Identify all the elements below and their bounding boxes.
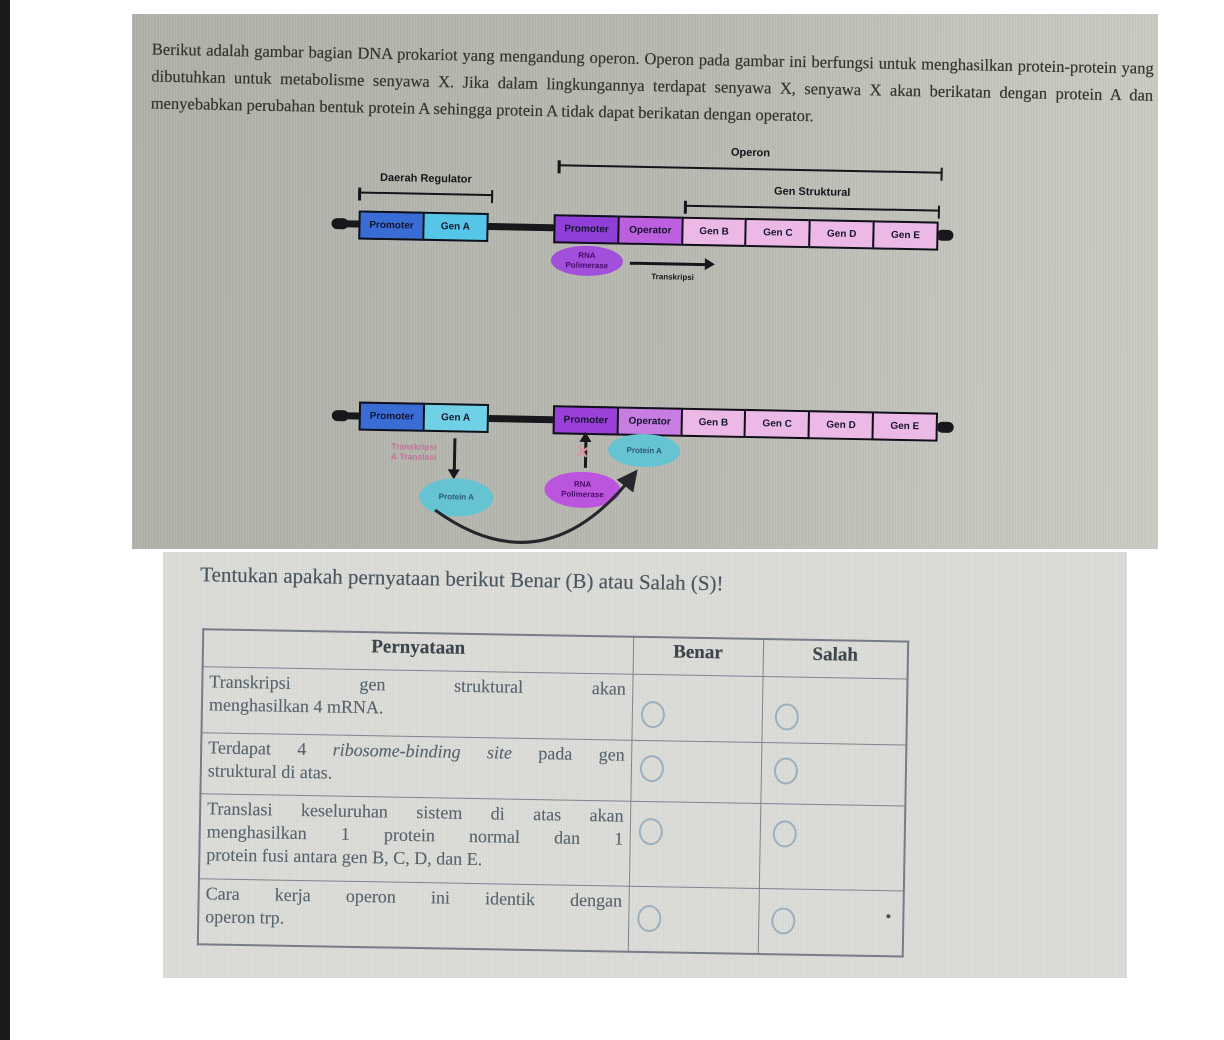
gene-box-operator: Operator [617,215,684,246]
gene-box-promoter: Promoter [358,210,425,241]
salah-cell [761,676,908,745]
statement-cell: Translasi keseluruhan sistem di atas aka… [198,793,631,886]
gene-box-promoter: Promoter [358,401,426,432]
gene-box-gen-e: Gen E [871,411,939,442]
gene-box-operator: Operator [616,406,683,437]
statement-cell: Terdapat 4 ribosome-binding site pada ge… [200,732,632,801]
gene-box-gen-d: Gen D [808,219,875,250]
panel-texture [163,552,1127,978]
gene-box-gen-b: Gen B [680,216,748,247]
gene-box-gen-a: Gen A [422,211,489,242]
benar-cell [630,739,762,804]
question-panel: Tentukan apakah pernyataan berikut Benar… [163,552,1127,978]
rna-bot-line1: RNA [573,479,592,490]
tt-line2: & Translasi [390,451,437,463]
radio-benar-row-4[interactable] [636,904,662,932]
operon-bracket-label: Operon [730,146,771,160]
radio-salah-row-2[interactable] [773,756,798,785]
gene-box-promoter: Promoter [553,214,620,245]
benar-cell [628,800,761,889]
translation-arrow-icon [452,438,457,471]
question-photo: Berikut adalah gambar bagian DNA prokari… [132,14,1158,549]
transcription-arrow-icon [629,261,706,267]
gene-box-gen-a: Gen A [422,402,489,434]
gene-box-gen-c: Gen C [743,408,811,440]
daerah-regulator-label: Daerah Regulator [379,171,472,186]
daerah-regulator-bracket [358,191,494,197]
question-prompt: Tentukan apakah pernyataan berikut Benar… [200,562,724,596]
radio-benar-row-3[interactable] [638,817,663,845]
operon-bracket [557,164,943,174]
gene-box-gen-e: Gen E [872,220,939,251]
blocked-x-icon: ✕ [573,441,591,463]
benar-cell [627,885,759,954]
radio-salah-row-1[interactable] [774,702,799,731]
protein-a-bound-label: Protein A [626,445,662,455]
transkripsi-translasi-label: Transkripsi & Translasi [391,441,437,462]
salah-cell [758,803,906,891]
protein-a-free-ellipse: Protein A [418,477,494,518]
gene-box-gen-c: Gen C [744,217,812,249]
gen-struktural-label: Gen Struktural [773,185,851,199]
salah-cell [757,888,904,957]
radio-benar-row-2[interactable] [639,754,664,782]
rna-polymerase-ellipse-bottom: RNA Polimerase [544,471,621,509]
rna-top-line2: Polimerase [565,260,609,271]
table-header-salah: Salah [762,639,909,679]
protein-a-free-label: Protein A [438,492,475,502]
radio-benar-row-1[interactable] [640,700,665,728]
protein-a-bound-ellipse: Protein A [607,433,681,468]
left-edge-strip [0,0,10,1040]
salah-cell [760,742,907,806]
benar-cell [631,673,763,743]
stray-mark [886,914,891,919]
rna-polymerase-ellipse-top: RNA Polimerase [550,245,624,277]
panel-content: Tentukan apakah pernyataan berikut Benar… [163,552,1127,978]
transkripsi-label: Transkripsi [651,272,695,282]
passage-text: Berikut adalah gambar bagian DNA prokari… [150,38,1154,125]
gen-struktural-bracket [683,204,940,212]
photo-content: Berikut adalah gambar bagian DNA prokari… [132,14,1158,549]
radio-salah-row-3[interactable] [772,819,797,848]
gene-box-gen-b: Gen B [680,407,747,438]
radio-salah-row-4[interactable] [770,906,796,935]
rna-bot-line2: Polimerase [560,489,604,500]
gene-box-gen-d: Gen D [807,410,875,441]
table-row: Translasi keseluruhan sistem di atas aka… [198,793,906,891]
table-header-benar: Benar [632,636,764,677]
rna-top-line1: RNA [578,250,596,261]
